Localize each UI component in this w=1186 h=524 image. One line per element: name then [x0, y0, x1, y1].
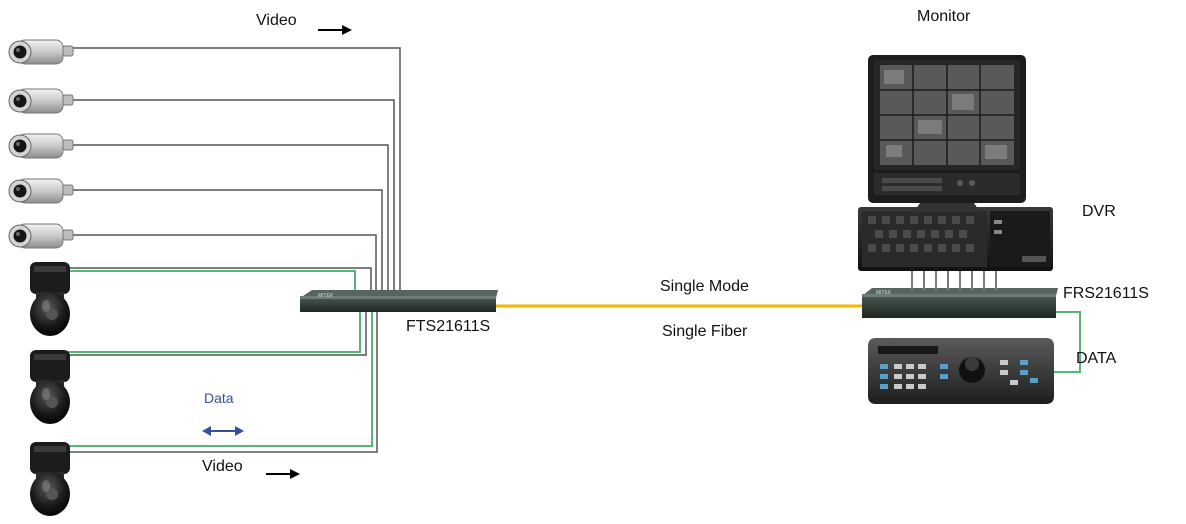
- data-right-label: DATA: [1076, 350, 1117, 367]
- box-camera: [8, 39, 74, 65]
- video-cable-5: [62, 234, 377, 292]
- data-cables: [62, 270, 373, 447]
- receiver-device: MITEK: [862, 288, 1058, 318]
- dome-camera: [30, 262, 70, 336]
- dvr-label: DVR: [1082, 203, 1116, 220]
- video-cable-dome-2: [62, 310, 367, 356]
- receiver-label: FRS21611S: [1063, 285, 1149, 302]
- box-camera: [8, 88, 74, 114]
- fiber-mode-label: Single Mode: [660, 278, 749, 295]
- monitor: [868, 55, 1026, 212]
- box-camera: [8, 223, 74, 249]
- video-cables: [62, 47, 401, 453]
- video-cable-3: [62, 144, 389, 292]
- data-cable-dome-2: [62, 310, 361, 353]
- data-bidirectional-arrow: [202, 426, 244, 436]
- box-camera: [8, 178, 74, 204]
- transmitter-device: MITEK: [300, 290, 498, 312]
- data-cable-keyboard: [1054, 311, 1081, 373]
- transmitter-badge: MITEK: [318, 293, 334, 299]
- transmitter-label: FTS21611S: [406, 318, 491, 335]
- dome-camera: [30, 442, 70, 516]
- dvr-unit: [858, 207, 1053, 271]
- ptz-keyboard: [868, 338, 1054, 404]
- box-camera: [8, 133, 74, 159]
- data-cable-dome-3: [62, 310, 373, 447]
- receiver-badge: MITEK: [876, 290, 892, 296]
- video-arrow-bottom: [266, 469, 300, 479]
- monitor-label: Monitor: [917, 8, 971, 25]
- video-cable-4: [62, 189, 383, 292]
- data-label: Data: [204, 390, 234, 406]
- video-label-top: Video: [256, 12, 297, 29]
- data-cable-dome-1: [62, 270, 356, 292]
- video-cable-2: [62, 99, 395, 292]
- dome-camera: [30, 350, 70, 424]
- receiver-dvr-cables: [911, 268, 997, 290]
- video-cable-dome-3: [62, 310, 378, 453]
- video-cable-dome-1: [62, 267, 372, 292]
- video-label-bottom: Video: [202, 458, 243, 475]
- fiber-type-label: Single Fiber: [662, 323, 748, 340]
- video-arrow-top: [318, 25, 352, 35]
- video-cable-1: [62, 47, 401, 292]
